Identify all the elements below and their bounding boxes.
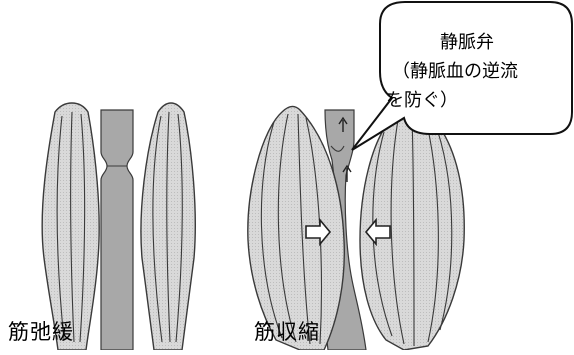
callout-title: 静脈弁: [386, 28, 574, 57]
callout-text: 静脈弁 （静脈血の逆流 を防ぐ）: [386, 28, 574, 115]
callout-line-2: を防ぐ）: [386, 86, 574, 115]
relaxed-label: 筋弛緩: [8, 316, 74, 346]
relaxed-vein: [101, 110, 133, 350]
relaxed-right-muscle: [141, 103, 195, 350]
relaxed-left-muscle: [42, 103, 99, 350]
callout-line-1: （静脈血の逆流: [386, 57, 574, 86]
contracted-label: 筋収縮: [254, 316, 320, 346]
